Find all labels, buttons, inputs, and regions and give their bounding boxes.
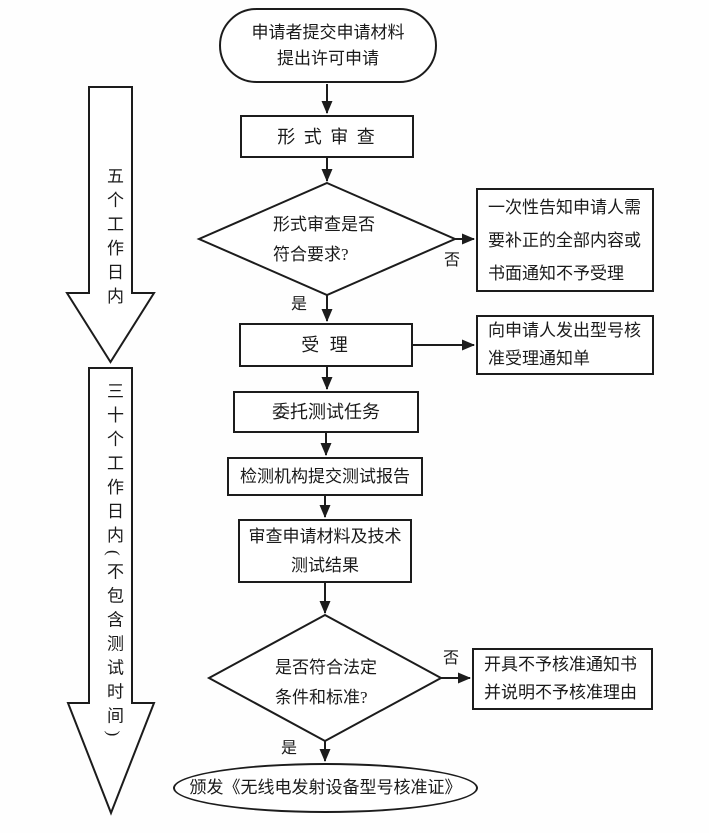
start-node-line2: 提出许可申请	[277, 48, 379, 68]
review-materials-line1: 审查申请材料及技术	[248, 527, 402, 546]
review-materials-line2: 测试结果	[291, 556, 359, 575]
test-report-label: 检测机构提交测试报告	[240, 466, 410, 486]
formal-review-label: 形 式 审 查	[277, 126, 377, 147]
acceptance-notice-line1: 向申请人发出型号核	[488, 321, 641, 340]
issue-license-label: 颁发《无线电发射设备型号核准证》	[189, 778, 462, 797]
five-day-label: 五个工作日内	[104, 167, 123, 311]
start-node-line1: 申请者提交申请材料	[251, 22, 405, 42]
thirty-day-block-arrow	[66, 367, 156, 816]
issue-license-node: 颁发《无线电发射设备型号核准证》	[173, 763, 478, 813]
accept-label: 受 理	[301, 335, 351, 355]
notify-correction-line1: 一次性告知申请人需	[488, 197, 641, 217]
test-report-node: 检测机构提交测试报告	[227, 457, 423, 496]
decision-formal-line2: 符合要求?	[273, 245, 349, 264]
decision-legal-yes-label: 是	[281, 740, 298, 757]
decision-formal-yes-label: 是	[291, 296, 308, 313]
start-node: 申请者提交申请材料 提出许可申请	[219, 8, 437, 83]
decision-legal-text: 是否符合法定 条件和标准?	[275, 653, 377, 713]
rejection-notice-line2: 并说明不予核准理由	[484, 683, 637, 702]
acceptance-notice-line2: 准受理通知单	[488, 349, 590, 368]
review-materials-node: 审查申请材料及技术 测试结果	[238, 519, 412, 583]
notify-correction-line2: 要补正的全部内容或	[488, 230, 641, 250]
decision-legal-line1: 是否符合法定	[275, 658, 377, 677]
rejection-notice-line1: 开具不予核准通知书	[484, 655, 637, 674]
acceptance-notice-note: 向申请人发出型号核 准受理通知单	[476, 315, 654, 375]
entrust-test-label: 委托测试任务	[272, 402, 380, 422]
thirty-day-label: 三十个工作日内(不包含测试时间)	[104, 382, 123, 744]
decision-formal-text: 形式审查是否 符合要求?	[273, 210, 375, 270]
rejection-notice-note: 开具不予核准通知书 并说明不予核准理由	[472, 648, 653, 710]
decision-formal-no-label: 否	[444, 252, 461, 269]
entrust-test-node: 委托测试任务	[233, 391, 419, 433]
notify-correction-line3: 书面通知不予受理	[488, 263, 624, 283]
decision-formal-line1: 形式审查是否	[273, 215, 375, 234]
accept-node: 受 理	[239, 323, 413, 367]
five-day-block-arrow	[65, 86, 156, 364]
notify-correction-note: 一次性告知申请人需 要补正的全部内容或 书面通知不予受理	[476, 188, 654, 292]
decision-legal-no-label: 否	[443, 650, 460, 667]
formal-review-node: 形 式 审 查	[240, 115, 414, 158]
decision-legal-line2: 条件和标准?	[275, 688, 368, 707]
